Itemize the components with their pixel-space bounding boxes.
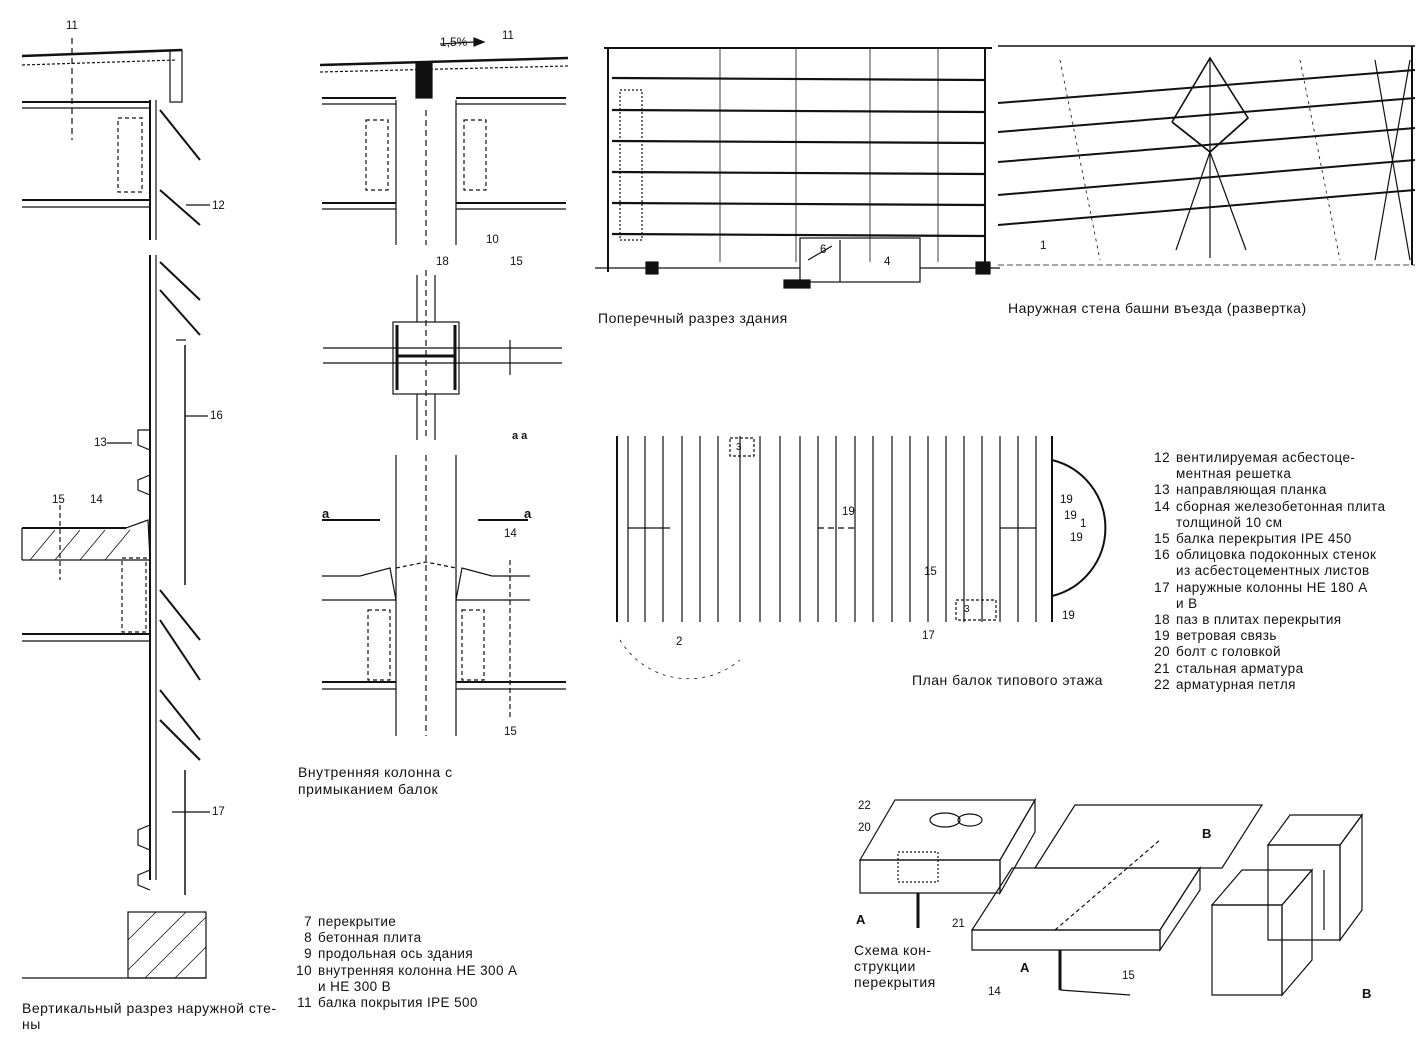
callout-19-arc-d: 19	[1062, 610, 1075, 622]
slab-scheme-drawing	[858, 797, 1364, 997]
callout-20: 20	[858, 822, 871, 834]
beam-plan-drawing	[616, 436, 1107, 680]
callout-19-arc-c: 19	[1070, 532, 1083, 544]
section-mark-aa: a a	[512, 430, 528, 442]
caption-cross-section: Поперечный разрез здания	[598, 310, 788, 326]
cross-section-drawing	[595, 47, 1000, 289]
callout-12: 12	[212, 200, 225, 212]
callout-17-wall: 17	[212, 806, 225, 818]
callout-22: 22	[858, 800, 871, 812]
callout-15-slab: 15	[1122, 970, 1135, 982]
callout-1-tower: 1	[1040, 240, 1047, 252]
callout-14-slab: 14	[988, 986, 1001, 998]
callout-15-wall: 15	[52, 494, 65, 506]
callout-14-wall: 14	[90, 494, 103, 506]
callout-15-column-bottom: 15	[504, 726, 517, 738]
callout-6: 6	[820, 244, 827, 256]
caption-tower-wall: Наружная стена башни въезда (развертка)	[1008, 300, 1307, 316]
callout-11-column: 11	[502, 30, 514, 42]
callout-18: 18	[436, 256, 449, 268]
callout-3-bottom: 3	[964, 604, 970, 615]
slab-mark-b-lower: B	[1362, 986, 1372, 1001]
wall-section-drawing	[21, 38, 210, 979]
callout-15-column-top: 15	[510, 256, 523, 268]
callout-16: 16	[210, 410, 223, 422]
callout-19-arc-a: 19	[1060, 494, 1073, 506]
callout-19-plan: 19	[842, 506, 855, 518]
callout-15-plan: 15	[924, 566, 937, 578]
callout-11-wall: 11	[66, 20, 78, 32]
slab-mark-a-left: A	[856, 912, 866, 927]
caption-beam-plan: План балок типового этажа	[912, 672, 1103, 688]
callout-19-arc-b: 19	[1064, 510, 1077, 522]
section-mark-a-left: a	[322, 506, 330, 521]
tower-wall-drawing	[997, 45, 1416, 266]
slab-mark-b-upper: B	[1202, 826, 1212, 841]
slab-mark-a-center: A	[1020, 960, 1030, 975]
callout-17-plan: 17	[922, 630, 935, 642]
section-mark-a-right: a	[524, 506, 532, 521]
callout-14-column: 14	[504, 528, 517, 540]
slope-label: 1,5%	[440, 35, 468, 49]
callout-3-top: 3	[736, 442, 742, 453]
caption-inner-column: Внутренняя колонна с примыканием балок	[298, 764, 453, 797]
callout-1-plan: 1	[1080, 518, 1087, 530]
callout-13: 13	[94, 437, 107, 449]
inner-column-drawing	[319, 37, 569, 736]
callout-10: 10	[486, 234, 499, 246]
caption-slab-scheme: Схема кон- струкции перекрытия	[854, 942, 936, 990]
caption-wall-section: Вертикальный разрез наружной сте- ны	[22, 1000, 277, 1032]
callout-21: 21	[952, 918, 965, 930]
callout-4: 4	[884, 256, 891, 268]
callout-2: 2	[676, 636, 683, 648]
